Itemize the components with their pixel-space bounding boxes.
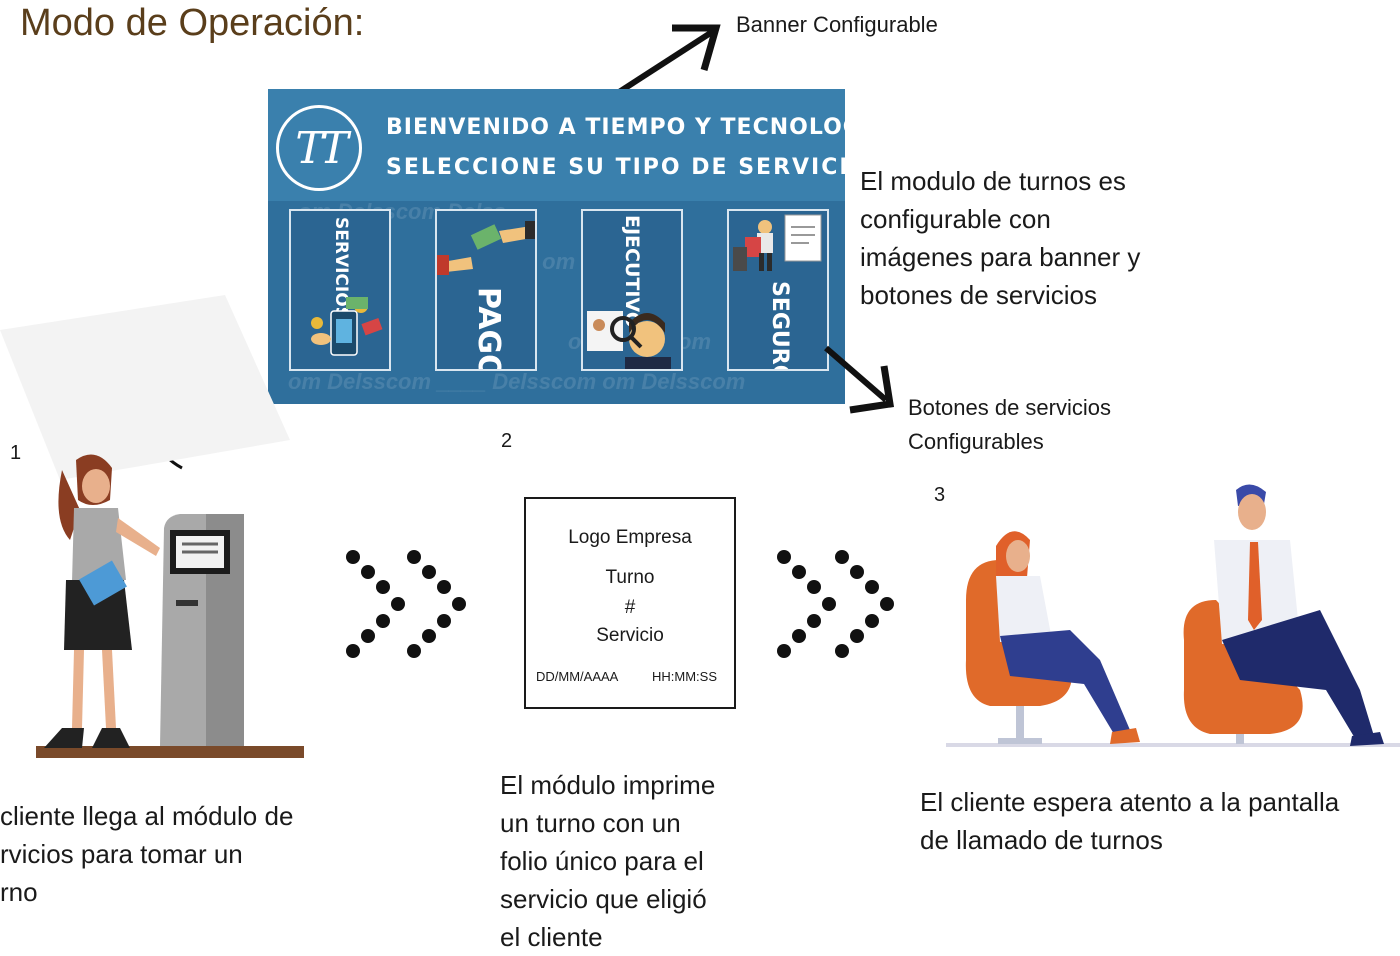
service-button-label: SERVICIOS — [331, 217, 351, 319]
service-button-pagos[interactable]: PAGOS — [435, 209, 537, 371]
step3-description: El cliente espera atento a la pantalla d… — [920, 783, 1339, 859]
step2-line: un turno con un — [500, 808, 681, 838]
service-button-label: EJECUTIVO — [621, 215, 643, 328]
step2-line: folio único para el — [500, 846, 704, 876]
step2-line: servicio que eligió — [500, 884, 707, 914]
ticket-turno: Turno — [605, 567, 655, 588]
step2-line: El módulo imprime — [500, 770, 716, 800]
service-button-seguros[interactable]: SEGUROS — [727, 209, 829, 371]
ticket-number: # — [624, 597, 636, 618]
banner-welcome: BIENVENIDO A TIEMPO Y TECNOLOGÍA — [386, 115, 845, 140]
step2-description: El módulo imprime un turno con un folio … — [500, 766, 715, 956]
ticket-servicio: Servicio — [596, 625, 664, 646]
ticket-logo: Logo Empresa — [568, 527, 692, 548]
step1-line: rvicios para tomar un — [0, 839, 243, 869]
step-number-2: 2 — [501, 430, 513, 452]
config-note-line: botones de servicios — [860, 280, 1098, 310]
banner-callout: Banner Configurable — [736, 12, 938, 37]
hands-money-icon — [437, 221, 535, 275]
ticket-date: DD/MM/AAAA — [536, 669, 619, 684]
service-button-label: PAGOS — [471, 287, 506, 371]
ticket: Logo Empresa Turno # Servicio DD/MM/AAAA… — [524, 497, 736, 709]
buttons-callout: Botones de servicios Configurables — [908, 391, 1111, 459]
screen-banner — [268, 89, 845, 201]
step-number-3: 3 — [934, 484, 946, 506]
banner-select: SELECCIONE SU TIPO DE SERVICIO — [386, 155, 845, 180]
step3-line: El cliente espera atento a la pantalla — [920, 787, 1340, 817]
config-note-line: El modulo de turnos es — [860, 166, 1126, 196]
config-note-line: configurable con — [860, 204, 1051, 234]
buttons-callout-line: Configurables — [908, 429, 1044, 454]
step1-description: cliente llega al módulo de rvicios para … — [0, 797, 293, 911]
config-note: El modulo de turnos es configurable con … — [860, 162, 1140, 314]
magnifier-person-icon — [587, 311, 671, 369]
config-note-line: imágenes para banner y — [860, 242, 1141, 272]
step3-line: de llamado de turnos — [920, 825, 1163, 855]
step1-line: cliente llega al módulo de — [0, 801, 294, 831]
step-number-1: 1 — [10, 442, 22, 464]
service-button-ejecutivo[interactable]: EJECUTIVO — [581, 209, 683, 371]
service-button-servicios[interactable]: SERVICIOS — [289, 209, 391, 371]
buttons-callout-line: Botones de servicios — [908, 395, 1111, 420]
page-title: Modo de Operación: — [20, 2, 365, 44]
phone-money-icon — [311, 297, 383, 356]
kiosk-screen: om Delsscom Delss elsscom om Delss om De… — [268, 89, 845, 404]
ticket-time: HH:MM:SS — [652, 669, 717, 684]
service-button-label: SEGUROS — [767, 281, 792, 371]
step1-line: rno — [0, 877, 38, 907]
step2-line: el cliente — [500, 922, 603, 952]
insurance-icon — [733, 214, 822, 271]
tt-logo: TT — [276, 105, 362, 191]
